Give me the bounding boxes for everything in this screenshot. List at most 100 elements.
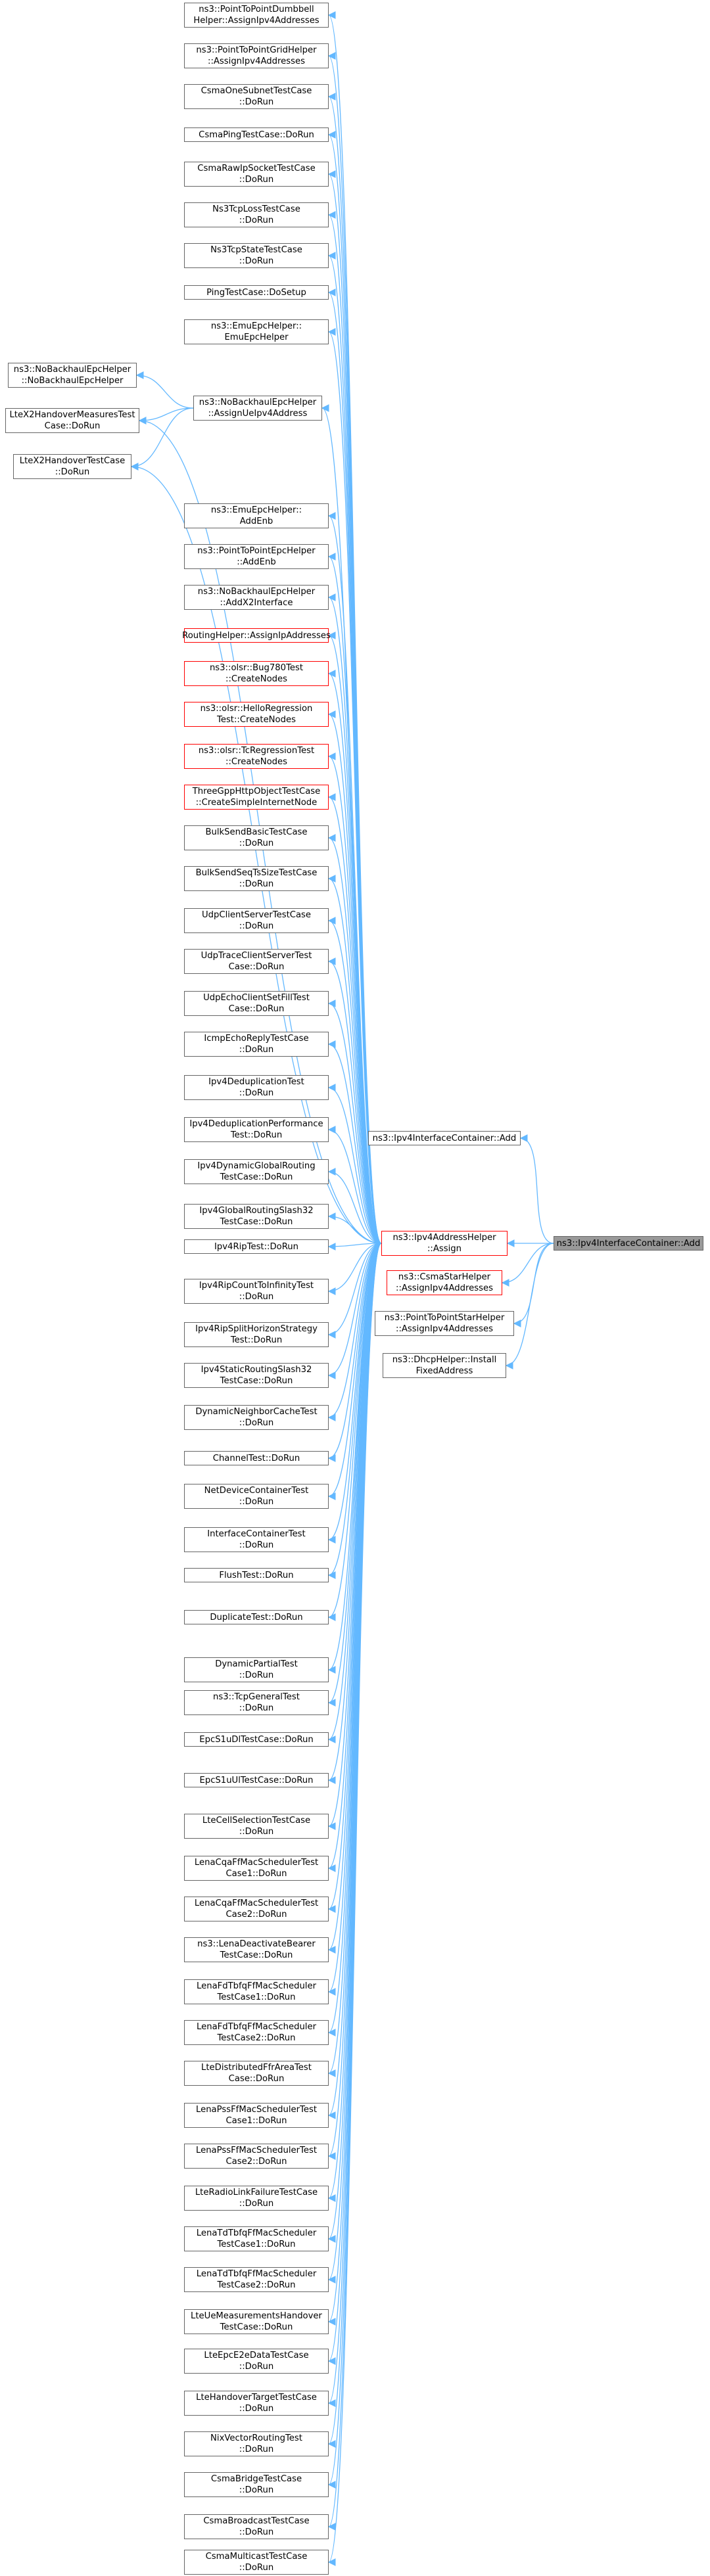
caller-node[interactable]: LteCellSelectionTestCase::DoRun xyxy=(184,1814,329,1839)
caller-node[interactable]: DynamicPartialTest::DoRun xyxy=(184,1657,329,1682)
caller-node[interactable]: LteHandoverTargetTestCase::DoRun xyxy=(184,2391,329,2416)
caller-node[interactable]: Ipv4RipCountToInfinityTest::DoRun xyxy=(184,1279,329,1304)
focus-node-ipv4-interface-container-add[interactable]: ns3::Ipv4InterfaceContainer::Add xyxy=(554,1236,703,1251)
caller-node[interactable]: Ns3TcpLossTestCase::DoRun xyxy=(184,202,329,227)
caller-node[interactable]: ns3::TcpGeneralTest::DoRun xyxy=(184,1690,329,1715)
node-label-line1: EpcS1uDlTestCase::DoRun xyxy=(199,1734,314,1745)
caller-node[interactable]: Ipv4RipTest::DoRun xyxy=(184,1239,329,1254)
edge-caller-to-assign xyxy=(130,463,382,1244)
caller-node[interactable]: RoutingHelper::AssignIpAddresses xyxy=(182,628,331,643)
node-no-backhaul-epc-helper-assign-ue-ipv4-address[interactable]: ns3::NoBackhaulEpcHelper ::AssignUeIpv4A… xyxy=(193,396,322,421)
caller-node[interactable]: EpcS1uUlTestCase::DoRun xyxy=(184,1773,329,1787)
node-label-line1: ns3::olsr::HelloRegression xyxy=(200,704,313,714)
node-label-line1: LteEpcE2eDataTestCase xyxy=(204,2351,309,2360)
node-lte-x2-handover-measures-test-case[interactable]: LteX2HandoverMeasuresTest Case::DoRun xyxy=(5,408,139,433)
caller-node[interactable]: CsmaMulticastTestCase::DoRun xyxy=(184,2550,329,2575)
caller-node[interactable]: ns3::olsr::TcRegressionTest::CreateNodes xyxy=(184,744,329,769)
node-label-line1: ns3::DhcpHelper::Install xyxy=(392,1355,497,1365)
caller-node[interactable]: BulkSendBasicTestCase::DoRun xyxy=(184,825,329,850)
caller-node[interactable]: Ns3TcpStateTestCase::DoRun xyxy=(184,243,329,268)
caller-node[interactable]: ns3::NoBackhaulEpcHelper::AddX2Interface xyxy=(184,585,329,610)
caller-node[interactable]: ThreeGppHttpObjectTestCase::CreateSimple… xyxy=(184,785,329,810)
node-label-line2: ::AssignIpv4Addresses xyxy=(396,1324,493,1334)
caller-node[interactable]: CsmaRawIpSocketTestCase::DoRun xyxy=(184,162,329,187)
node-label-line1: ns3::LenaDeactivateBearer xyxy=(197,1939,316,1949)
caller-node[interactable]: IcmpEchoReplyTestCase::DoRun xyxy=(184,1032,329,1057)
node-label-line2: TestCase::DoRun xyxy=(220,1172,293,1182)
node-label-line1: DynamicPartialTest xyxy=(215,1659,298,1669)
node-label-line2: Case2::DoRun xyxy=(225,1910,287,1920)
node-ipv4-interface-container-add-overload[interactable]: ns3::Ipv4InterfaceContainer::Add xyxy=(368,1131,521,1145)
node-label-line1: RoutingHelper::AssignIpAddresses xyxy=(182,630,331,641)
caller-node[interactable]: NetDeviceContainerTest::DoRun xyxy=(184,1484,329,1509)
node-csma-star-helper[interactable]: ns3::CsmaStarHelper ::AssignIpv4Addresse… xyxy=(387,1270,502,1295)
node-label-line2: ::CreateNodes xyxy=(225,674,287,684)
caller-node[interactable]: CsmaPingTestCase::DoRun xyxy=(184,127,329,142)
node-label-line1: PingTestCase::DoSetup xyxy=(206,287,306,298)
caller-node[interactable]: ns3::olsr::Bug780Test::CreateNodes xyxy=(184,661,329,686)
node-label-line2: Case::DoRun xyxy=(228,1004,285,1014)
node-label-line1: ThreeGppHttpObjectTestCase xyxy=(192,787,321,796)
caller-node[interactable]: LteRadioLinkFailureTestCase::DoRun xyxy=(184,2186,329,2211)
node-label-line1: DynamicNeighborCacheTest xyxy=(195,1407,318,1417)
node-point-to-point-star-helper[interactable]: ns3::PointToPointStarHelper ::AssignIpv4… xyxy=(375,1311,514,1336)
caller-node[interactable]: EpcS1uDlTestCase::DoRun xyxy=(184,1732,329,1747)
edge-caller-to-assign xyxy=(327,1243,382,1295)
node-label-line1: LenaTdTbfqFfMacScheduler xyxy=(196,2269,317,2279)
node-ipv4-address-helper-assign[interactable]: ns3::Ipv4AddressHelper ::Assign xyxy=(381,1231,508,1256)
caller-node[interactable]: LteEpcE2eDataTestCase::DoRun xyxy=(184,2349,329,2374)
caller-node[interactable]: ns3::EmuEpcHelper::AddEnb xyxy=(184,503,329,528)
caller-node[interactable]: FlushTest::DoRun xyxy=(184,1568,329,1582)
caller-node[interactable]: NixVectorRoutingTest::DoRun xyxy=(184,2431,329,2456)
node-label-line2: ::DoRun xyxy=(239,1088,274,1098)
node-label-line1: CsmaMulticastTestCase xyxy=(205,2552,308,2562)
node-label-line1: IcmpEchoReplyTestCase xyxy=(204,1034,309,1044)
node-lte-x2-handover-test-case[interactable]: LteX2HandoverTestCase ::DoRun xyxy=(13,454,131,479)
caller-node[interactable]: BulkSendSeqTsSizeTestCase::DoRun xyxy=(184,866,329,891)
node-label-line1: ns3::PointToPointStarHelper xyxy=(384,1313,505,1323)
caller-node[interactable]: CsmaBridgeTestCase::DoRun xyxy=(184,2472,329,2497)
caller-node[interactable]: UdpClientServerTestCase::DoRun xyxy=(184,908,329,933)
caller-node[interactable]: ns3::EmuEpcHelper::EmuEpcHelper xyxy=(184,319,329,344)
caller-node[interactable]: Ipv4DeduplicationTest::DoRun xyxy=(184,1075,329,1100)
caller-node[interactable]: ns3::PointToPointGridHelper::AssignIpv4A… xyxy=(184,43,329,68)
node-label-line2: TestCase::DoRun xyxy=(220,1376,293,1386)
node-dhcp-helper-install-fixed-address[interactable]: ns3::DhcpHelper::Install FixedAddress xyxy=(383,1353,506,1378)
node-label-line2: ::CreateSimpleInternetNode xyxy=(195,798,318,808)
edge-caller-to-assign xyxy=(327,1243,382,2448)
node-label-line2: Case1::DoRun xyxy=(225,2116,287,2126)
edge-caller-to-assign xyxy=(327,252,382,1244)
node-label-line1: ns3::EmuEpcHelper:: xyxy=(210,321,302,331)
node-label-line2: ::DoRun xyxy=(239,2404,274,2414)
node-no-backhaul-epc-helper-constructor[interactable]: ns3::NoBackhaulEpcHelper ::NoBackhaulEpc… xyxy=(8,363,137,388)
caller-node[interactable]: PingTestCase::DoSetup xyxy=(184,285,329,300)
caller-node[interactable]: InterfaceContainerTest::DoRun xyxy=(184,1527,329,1552)
caller-node[interactable]: ns3::PointToPointEpcHelper::AddEnb xyxy=(184,544,329,569)
caller-node[interactable]: ChannelTest::DoRun xyxy=(184,1451,329,1465)
caller-node[interactable]: CsmaBroadcastTestCase::DoRun xyxy=(184,2514,329,2539)
caller-node[interactable]: DynamicNeighborCacheTest::DoRun xyxy=(184,1405,329,1430)
node-label-line2: ::DoRun xyxy=(239,1670,274,1680)
caller-node[interactable]: CsmaOneSubnetTestCase::DoRun xyxy=(184,84,329,109)
caller-node[interactable]: DuplicateTest::DoRun xyxy=(184,1610,329,1624)
